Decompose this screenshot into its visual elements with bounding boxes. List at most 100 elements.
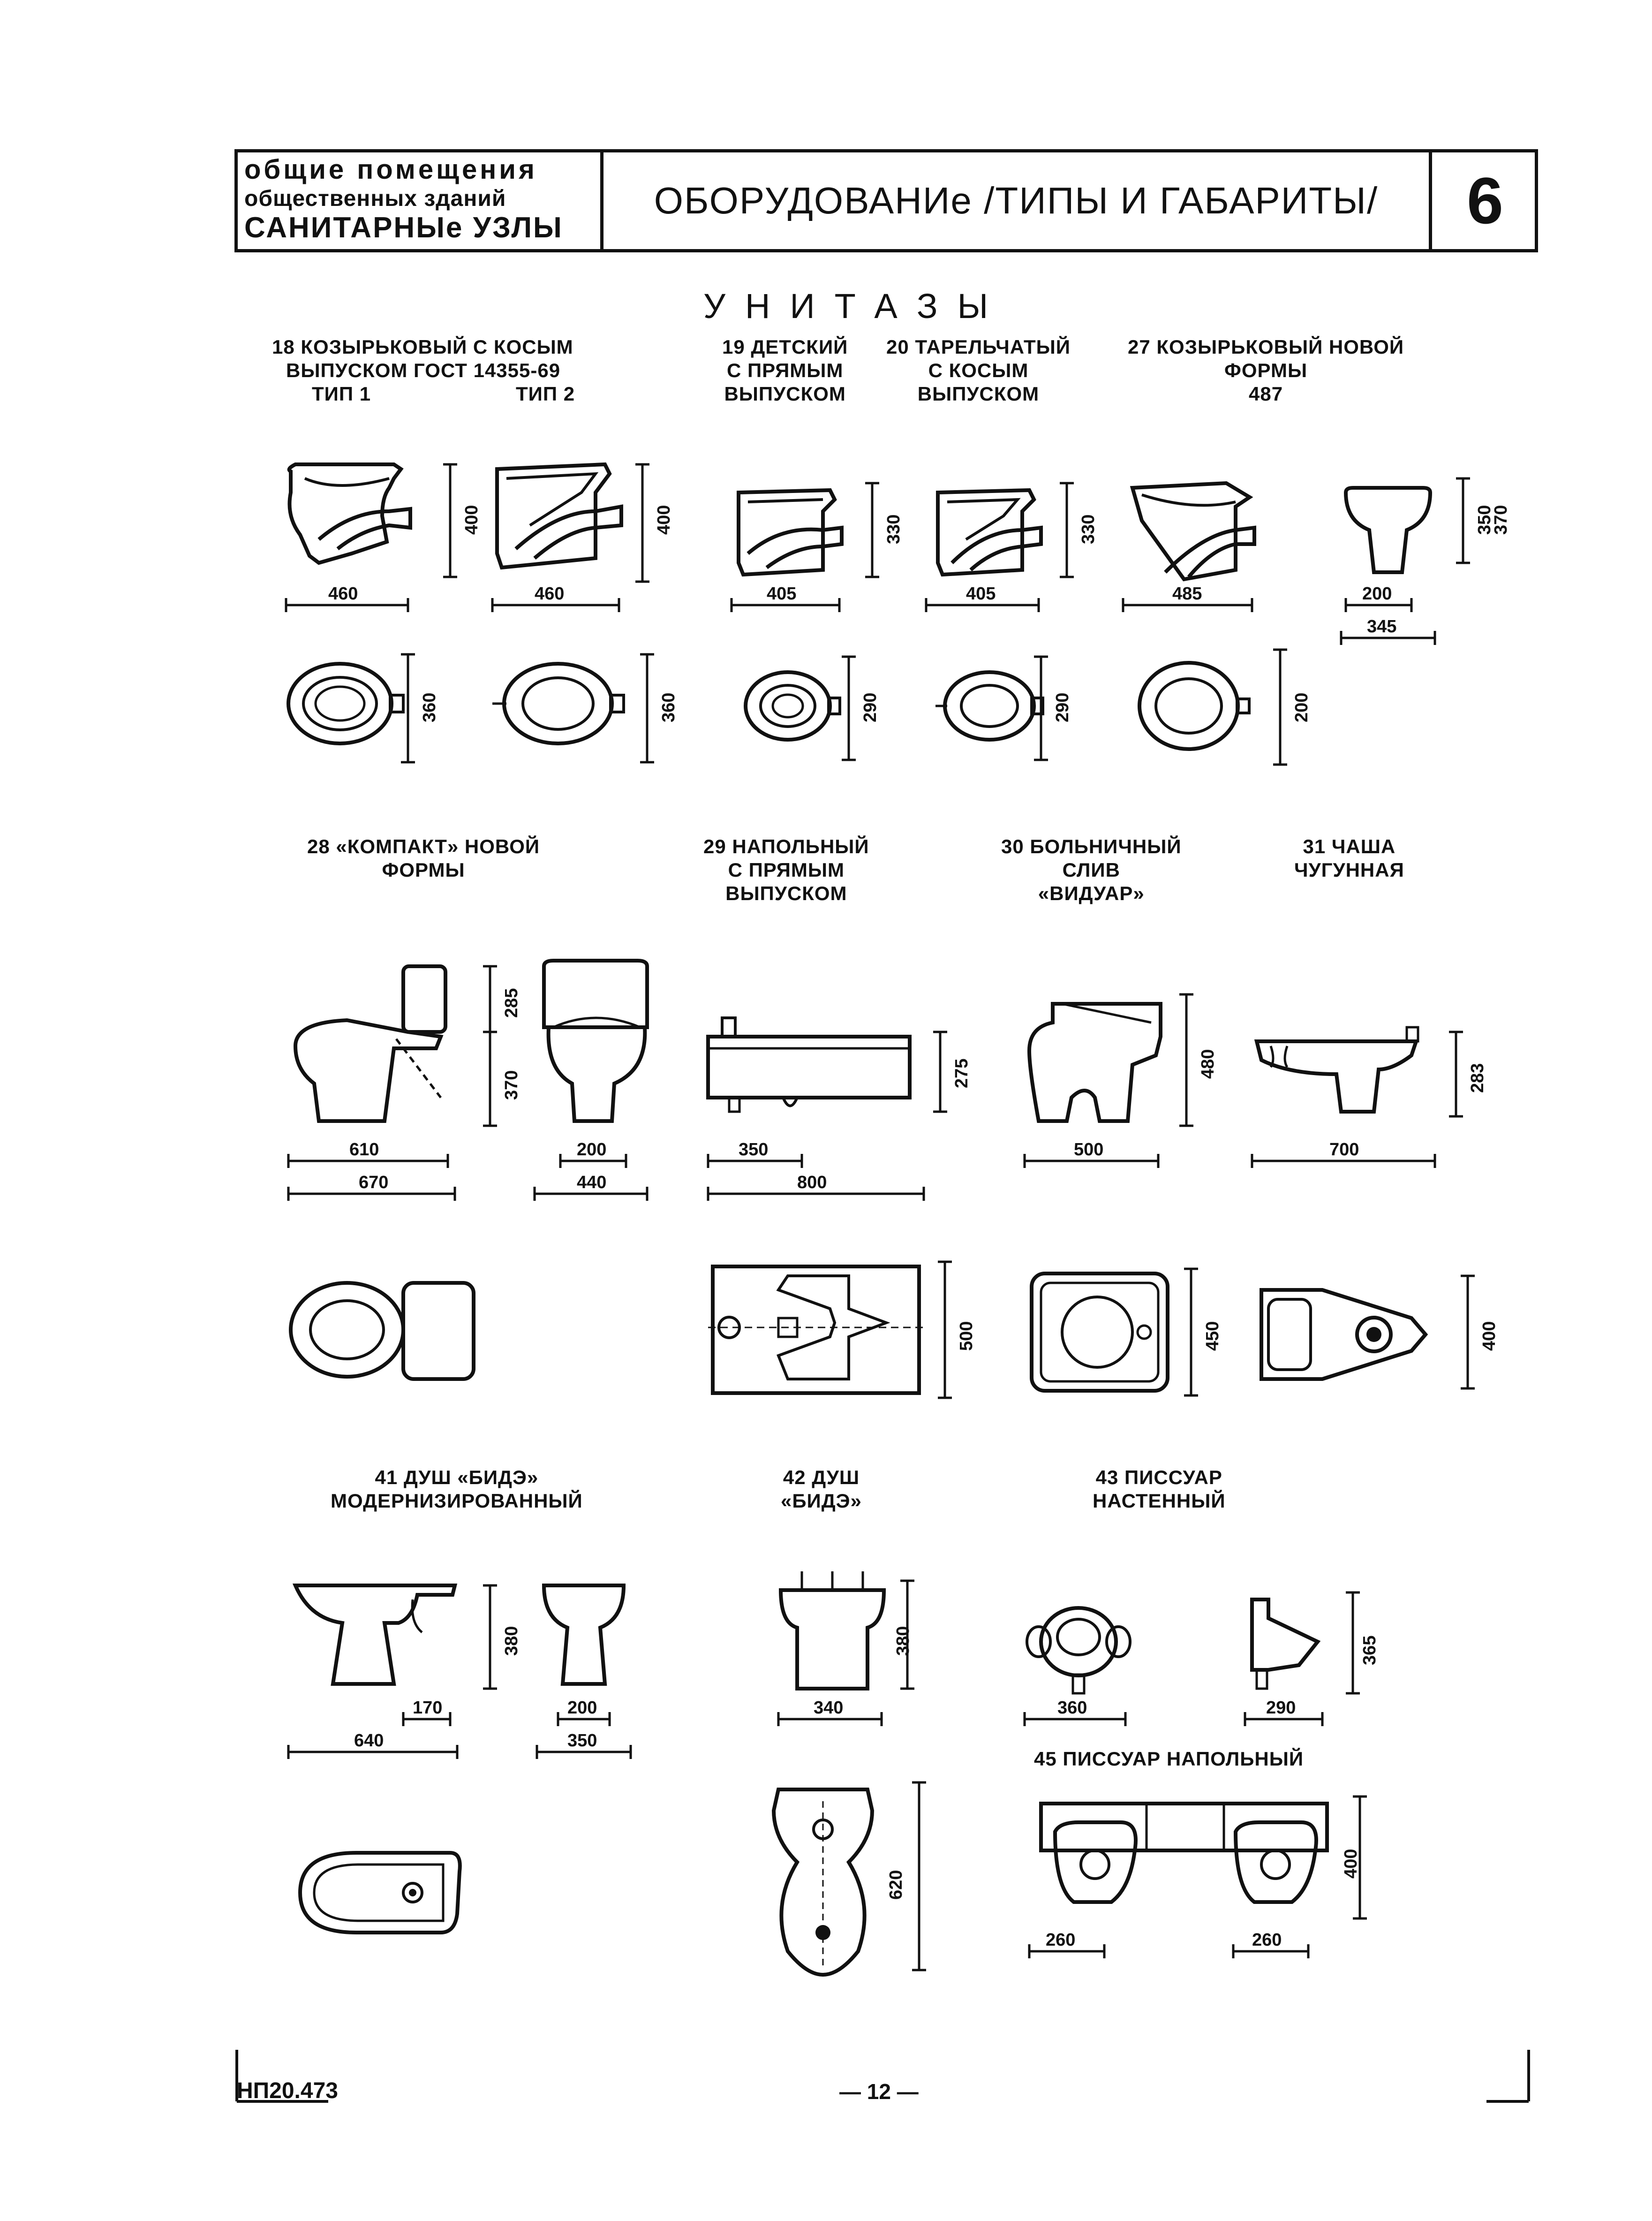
dim-18-2-width: 460	[535, 584, 565, 604]
caption-29: 29 НАПОЛЬНЫЙ С ПРЯМЫМ ВЫПУСКОМ	[703, 835, 869, 905]
caption-18: 18 КОЗЫРЬКОВЫЙ С КОСЫМ ВЫПУСКОМ ГОСТ 143…	[272, 335, 573, 382]
caption-43: 43 ПИССУАР НАСТЕННЫЙ	[1093, 1466, 1226, 1513]
dim-45-width-1: 260	[1046, 1930, 1076, 1950]
header-title: ОБОРУДОВАНИе /ТИПЫ И ГАБАРИТЫ/	[654, 180, 1379, 221]
caption-27-line3: 487	[1249, 383, 1283, 405]
caption-42-line1: 42 ДУШ	[783, 1466, 860, 1488]
caption-31-line2: ЧУГУННАЯ	[1294, 859, 1404, 881]
dim-43-width-1: 360	[1057, 1698, 1087, 1718]
caption-30-line1: 30 БОЛЬНИЧНЫЙ	[1001, 835, 1182, 857]
dim-41-width-1: 170	[413, 1698, 443, 1718]
caption-28-line2: ФОРМЫ	[382, 859, 465, 881]
dim-27-width: 485	[1172, 584, 1202, 604]
dim-41-width-2: 640	[354, 1731, 384, 1751]
urinal-43-side	[1250, 1598, 1321, 1690]
caption-27-line2: ФОРМЫ	[1224, 359, 1308, 381]
toilet-30-elevation	[1027, 1002, 1162, 1123]
caption-20: 20 ТАРЕЛЬЧАТЫЙ С КОСЫМ ВЫПУСКОМ	[886, 335, 1071, 406]
dim-43-width-2: 290	[1266, 1698, 1296, 1718]
toilet-27-plan	[1138, 661, 1251, 751]
caption-41: 41 ДУШ «БИДЭ» МОДЕРНИЗИРОВАННЫЙ	[331, 1466, 583, 1513]
caption-19-line3: ВЫПУСКОМ	[724, 383, 846, 405]
header-line-2: общественных зданий	[244, 186, 506, 211]
caption-31-line1: 31 ЧАША	[1303, 835, 1396, 857]
caption-20-line2: С КОСЫМ	[928, 359, 1029, 381]
caption-20-line1: 20 ТАРЕЛЬЧАТЫЙ	[886, 336, 1071, 358]
urinal-43-front	[1026, 1606, 1132, 1695]
caption-29-line2: С ПРЯМЫМ	[728, 859, 845, 881]
dim-28-width-2: 670	[359, 1173, 389, 1192]
caption-20-line3: ВЫПУСКОМ	[917, 383, 1040, 405]
bidet-42-plan	[771, 1788, 875, 1977]
bidet-42-elevation	[778, 1571, 886, 1690]
toilet-29-elevation	[706, 1016, 912, 1113]
header-line-3: САНИТАРНЫе УЗЛЫ	[244, 212, 563, 244]
caption-45: 45 ПИССУАР НАПОЛЬНЫЙ	[1034, 1748, 1304, 1770]
caption-18-line2: ВЫПУСКОМ ГОСТ 14355-69	[286, 359, 561, 381]
dim-29-width-1: 350	[739, 1140, 769, 1160]
dim-31-width: 700	[1329, 1140, 1359, 1160]
header-line-1: общие помещения	[244, 154, 537, 185]
caption-30-line2: СЛИВ	[1062, 859, 1120, 881]
page-number: — 12 —	[839, 2079, 919, 2104]
urinal-45-plan	[1039, 1802, 1329, 1904]
caption-42-line2: «БИДЭ»	[781, 1490, 862, 1512]
toilet-27-elevation	[1130, 481, 1256, 582]
title-block-left: общие помещения общественных зданий САНИ…	[238, 152, 603, 249]
toilet-19-plan	[744, 670, 841, 742]
caption-28-line1: 28 «КОМПАКТ» НОВОЙ	[307, 835, 540, 857]
bidet-41-plan	[298, 1851, 462, 1934]
dim-27-front-width: 200	[1362, 584, 1392, 604]
dim-27-front-width-2: 345	[1367, 617, 1397, 637]
section-title: УНИТАЗЫ	[703, 287, 1008, 326]
dim-20-width: 405	[966, 584, 996, 604]
toilet-18-type1-elevation	[287, 462, 412, 565]
caption-27-line1: 27 КОЗЫРЬКОВЫЙ НОВОЙ	[1128, 336, 1404, 358]
toilet-20-elevation	[936, 488, 1043, 577]
dim-28-front-width-2: 440	[577, 1173, 607, 1192]
caption-29-line3: ВЫПУСКОМ	[725, 882, 847, 904]
dim-41-front-width-2: 350	[567, 1731, 597, 1751]
dim-28-width-1: 610	[349, 1140, 379, 1160]
caption-30-line3: «ВИДУАР»	[1038, 882, 1145, 904]
toilet-27-front-elevation	[1343, 486, 1433, 574]
toilet-28-plan	[289, 1281, 475, 1381]
document-code: НП20.473	[237, 2078, 338, 2103]
title-block: общие помещения общественных зданий САНИ…	[234, 149, 1538, 252]
toilet-30-plan	[1030, 1272, 1169, 1393]
caption-29-line1: 29 НАПОЛЬНЫЙ	[703, 835, 869, 857]
toilet-28-side-elevation	[293, 964, 447, 1123]
caption-18-type1: ТИП 1	[312, 383, 371, 405]
dim-19-width: 405	[767, 584, 797, 604]
caption-27: 27 КОЗЫРЬКОВЫЙ НОВОЙ ФОРМЫ 487	[1128, 335, 1404, 406]
sheet-number: 6	[1429, 152, 1538, 249]
bidet-41-side-elevation	[292, 1584, 458, 1686]
caption-41-line2: МОДЕРНИЗИРОВАННЫЙ	[331, 1490, 583, 1512]
caption-43-line2: НАСТЕННЫЙ	[1093, 1490, 1226, 1512]
caption-31: 31 ЧАША ЧУГУННАЯ	[1294, 835, 1404, 882]
toilet-31-plan	[1260, 1288, 1428, 1381]
dim-42-width: 340	[814, 1698, 844, 1718]
caption-19-line2: С ПРЯМЫМ	[726, 359, 844, 381]
dim-45-width-2: 260	[1252, 1930, 1282, 1950]
toilet-19-elevation	[737, 488, 844, 577]
caption-41-line1: 41 ДУШ «БИДЭ»	[375, 1466, 539, 1488]
caption-28: 28 «КОМПАКТ» НОВОЙ ФОРМЫ	[307, 835, 540, 882]
dim-29-width-2: 800	[797, 1173, 827, 1192]
caption-18-line1: 18 КОЗЫРЬКОВЫЙ С КОСЫМ	[272, 336, 573, 358]
toilet-31-elevation	[1254, 1026, 1419, 1114]
caption-42: 42 ДУШ «БИДЭ»	[781, 1466, 862, 1513]
toilet-18-type2-plan	[492, 662, 625, 745]
caption-19: 19 ДЕТСКИЙ С ПРЯМЫМ ВЫПУСКОМ	[722, 335, 848, 406]
bidet-41-front-elevation	[542, 1584, 626, 1686]
toilet-29-plan	[708, 1265, 924, 1395]
dim-30-width: 500	[1074, 1140, 1104, 1160]
toilet-20-plan	[935, 670, 1044, 742]
toilet-28-front-elevation	[542, 959, 649, 1123]
dim-41-front-width-1: 200	[567, 1698, 597, 1718]
